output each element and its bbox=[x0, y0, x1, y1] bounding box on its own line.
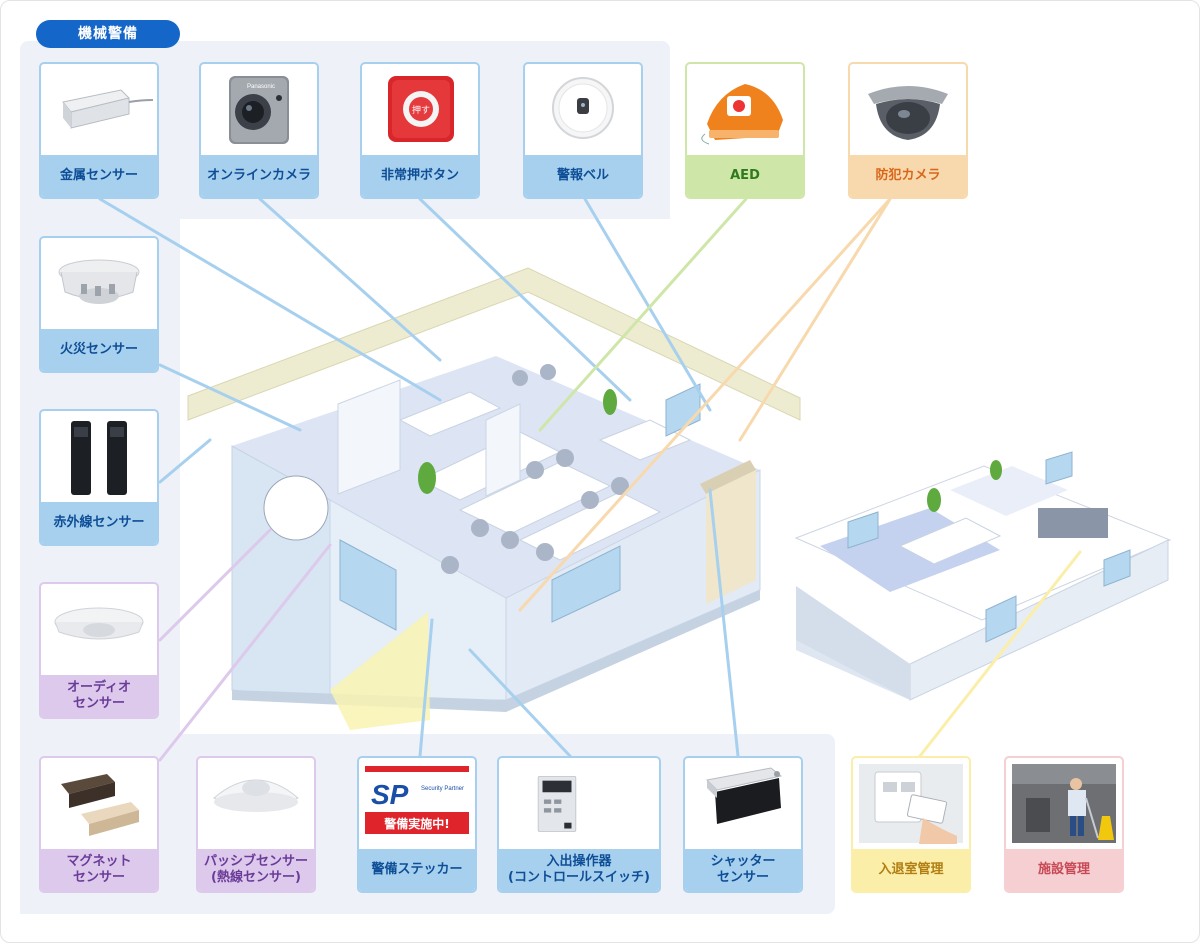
sticker-main-text: 警備実施中! bbox=[383, 816, 449, 831]
emergency-button-label: 非常押ボタン bbox=[362, 155, 478, 197]
infrared-sensor-icon bbox=[71, 421, 127, 495]
aed-icon bbox=[701, 84, 783, 145]
card-audio-sensor: オーディオ センサー bbox=[39, 582, 159, 719]
security-sticker-label: 警備ステッカー bbox=[359, 849, 475, 891]
metal-sensor-icon bbox=[62, 89, 154, 129]
line-aed bbox=[538, 197, 748, 432]
security-sticker-icon: SP Security Partner 警備実施中! bbox=[365, 766, 469, 840]
magnet-sensor-label: マグネット センサー bbox=[41, 849, 157, 891]
card-infrared-sensor: 赤外線センサー bbox=[39, 409, 159, 546]
passive-sensor-icon bbox=[213, 779, 299, 812]
facility-cleaning-icon bbox=[1012, 764, 1116, 843]
card-magnet-sensor: マグネット センサー bbox=[39, 756, 159, 893]
line-security-sticker bbox=[418, 618, 434, 758]
audio-sensor-icon bbox=[54, 607, 144, 640]
shutter-sensor-icon bbox=[705, 767, 783, 824]
line-magnet-sensor bbox=[158, 543, 332, 762]
line-infrared-sensor bbox=[158, 438, 212, 484]
sticker-partner-text: Security Partner bbox=[421, 786, 464, 792]
camera-brand-text: Panasonic bbox=[247, 84, 275, 90]
line-online-camera bbox=[258, 197, 442, 362]
entry-exit-panel-label: 入出操作器 (コントロールスイッチ) bbox=[499, 849, 659, 891]
line-fire-sensor bbox=[158, 363, 302, 432]
line-alarm-bell bbox=[583, 197, 712, 412]
card-facility-management: 施設管理 bbox=[1004, 756, 1124, 893]
line-metal-sensor bbox=[98, 197, 442, 402]
line-access-control bbox=[918, 550, 1082, 758]
card-shutter-sensor: シャッター センサー bbox=[683, 756, 803, 893]
access-control-label: 入退室管理 bbox=[853, 849, 969, 891]
line-security-camera-2 bbox=[738, 197, 892, 442]
audio-sensor-label: オーディオ センサー bbox=[41, 675, 157, 717]
annex-building bbox=[794, 451, 1172, 701]
line-audio-sensor bbox=[158, 528, 272, 642]
alarm-bell-icon bbox=[552, 77, 614, 139]
metal-sensor-label: 金属センサー bbox=[41, 155, 157, 197]
online-camera-label: オンラインカメラ bbox=[201, 155, 317, 197]
card-metal-sensor: 金属センサー bbox=[39, 62, 159, 199]
card-emergency-button: 押す 非常押ボタン bbox=[360, 62, 480, 199]
card-entry-exit-panel: 入出操作器 (コントロールスイッチ) bbox=[497, 756, 661, 893]
security-camera-label: 防犯カメラ bbox=[850, 155, 966, 197]
facility-management-label: 施設管理 bbox=[1006, 849, 1122, 891]
card-security-camera: 防犯カメラ bbox=[848, 62, 968, 199]
card-security-sticker: SP Security Partner 警備実施中! 警備ステッカー bbox=[357, 756, 477, 893]
line-entry-exit bbox=[468, 648, 572, 758]
card-fire-sensor: 火災センサー bbox=[39, 236, 159, 373]
magnet-sensor-icon bbox=[61, 774, 139, 836]
main-building bbox=[187, 267, 801, 730]
button-push-text: 押す bbox=[412, 104, 430, 116]
aed-label: AED bbox=[687, 155, 803, 197]
alarm-bell-label: 警報ベル bbox=[525, 155, 641, 197]
access-card-icon bbox=[859, 764, 963, 844]
shutter-sensor-label: シャッター センサー bbox=[685, 849, 801, 891]
sticker-sp-text: SP bbox=[371, 779, 409, 810]
fire-sensor-label: 火災センサー bbox=[41, 329, 157, 371]
mechanical-security-badge: 機械警備 bbox=[36, 20, 180, 48]
fire-sensor-icon bbox=[58, 259, 140, 304]
security-camera-icon bbox=[868, 86, 948, 140]
line-shutter-sensor bbox=[708, 488, 740, 758]
card-alarm-bell: 警報ベル bbox=[523, 62, 643, 199]
line-security-camera-1 bbox=[518, 197, 892, 612]
infrared-sensor-label: 赤外線センサー bbox=[41, 502, 157, 544]
online-camera-icon: Panasonic bbox=[229, 76, 289, 144]
card-online-camera: Panasonic オンラインカメラ bbox=[199, 62, 319, 199]
card-aed: AED bbox=[685, 62, 805, 199]
card-access-control: 入退室管理 bbox=[851, 756, 971, 893]
card-passive-sensor: パッシブセンサー (熱線センサー) bbox=[196, 756, 316, 893]
control-switch-icon bbox=[537, 775, 577, 832]
emergency-button-icon: 押す bbox=[388, 76, 454, 142]
passive-sensor-label: パッシブセンサー (熱線センサー) bbox=[198, 849, 314, 891]
